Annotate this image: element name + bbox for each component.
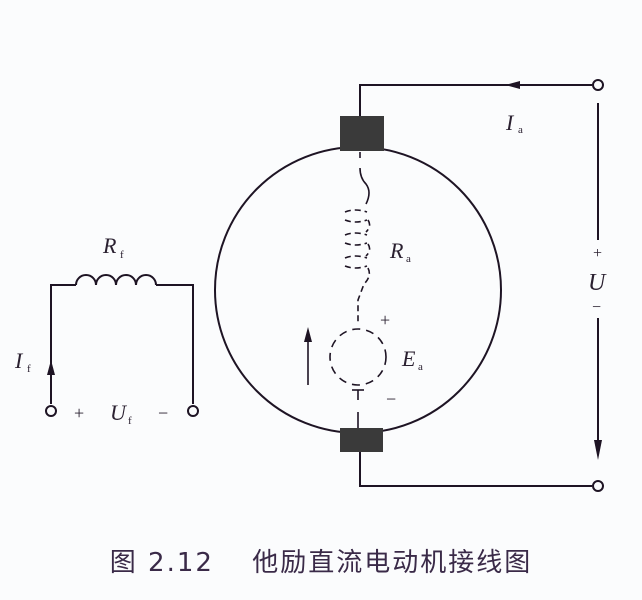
voltage-arrow-icon <box>594 440 602 460</box>
field-voltage-sub: f <box>128 415 132 427</box>
field-terminal-plus <box>45 405 57 417</box>
field-minus-sign: − <box>158 403 168 423</box>
bottom-brush <box>340 428 383 452</box>
emf-sub: a <box>418 361 423 373</box>
emf-label: E <box>401 346 416 371</box>
supply-plus-sign: + <box>593 245 602 262</box>
top-brush <box>340 116 384 151</box>
emf-minus-sign: − <box>386 389 396 409</box>
field-plus-sign: + <box>74 403 84 423</box>
armature-resistance-label: R <box>389 238 404 263</box>
armature-resistance-sub: a <box>406 253 411 265</box>
field-current-arrow-icon <box>47 360 55 375</box>
supply-terminal-bottom <box>592 480 604 492</box>
field-wire-right <box>156 284 194 404</box>
field-coil-icon <box>75 274 157 286</box>
field-voltage-label: U <box>110 400 128 425</box>
supply-terminal-top <box>592 79 604 91</box>
field-resistance-sub: f <box>120 249 124 261</box>
supply-minus-sign: − <box>592 299 601 316</box>
armature-current-arrow-icon <box>505 81 520 89</box>
field-terminal-minus <box>187 405 199 417</box>
figure-number: 图 2.12 <box>109 548 214 578</box>
field-wire-left <box>50 284 76 404</box>
armature-current-sub: a <box>518 124 523 136</box>
supply-wire-top <box>359 84 592 116</box>
field-current-sub: f <box>27 363 31 375</box>
emf-source-icon <box>329 328 387 386</box>
armature-winding-icon <box>344 152 371 325</box>
figure-title: 他励直流电动机接线图 <box>252 548 533 578</box>
emf-direction-arrow-icon <box>304 327 312 342</box>
emf-plus-sign: + <box>380 310 390 330</box>
field-resistance-label: R <box>102 233 117 258</box>
field-current-label: I <box>14 348 24 373</box>
field-circuit <box>45 274 199 417</box>
figure-caption: 图 2.12 他励直流电动机接线图 <box>0 542 642 579</box>
armature-current-label: I <box>505 110 515 135</box>
supply-voltage-label: U <box>588 270 607 296</box>
supply-wire-bottom <box>359 452 592 487</box>
